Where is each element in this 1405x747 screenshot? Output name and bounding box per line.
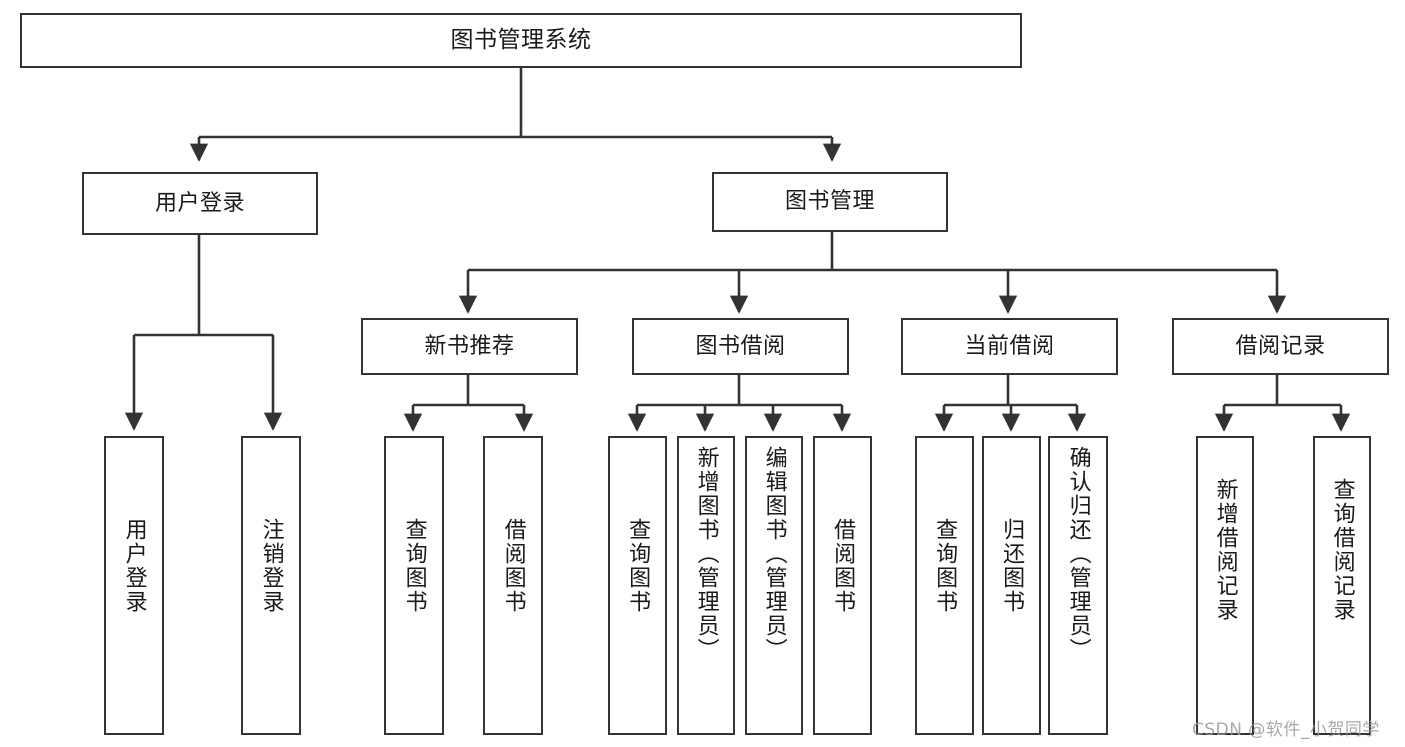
node-book-borrow[interactable]: 图书借阅	[632, 318, 849, 375]
node-label: 图书管理	[784, 189, 875, 215]
leaf-borrow-book-borrow[interactable]: 借阅图书	[813, 436, 872, 735]
node-label: 查询图书	[401, 518, 427, 614]
node-label: 查询图书	[625, 518, 651, 614]
node-label: 新书推荐	[424, 333, 515, 359]
node-label: 新增借阅记录	[1212, 478, 1238, 622]
csdn-watermark: CSDN @软件_小贺同学	[1192, 720, 1380, 740]
node-label: 借阅记录	[1235, 333, 1326, 359]
node-label: 用户登录	[154, 190, 245, 216]
node-book-manage[interactable]: 图书管理	[712, 172, 948, 232]
node-label: 编辑图书（管理员）	[761, 446, 787, 662]
leaf-logout-login[interactable]: 注销登录	[241, 436, 301, 735]
node-label: 确认归还（管理员）	[1065, 446, 1091, 662]
node-label: 查询借阅记录	[1329, 478, 1355, 622]
node-root-system[interactable]: 图书管理系统	[20, 13, 1022, 68]
node-label: 图书借阅	[695, 333, 786, 359]
leaf-user-login[interactable]: 用户登录	[104, 436, 164, 735]
leaf-query-book-current[interactable]: 查询图书	[915, 436, 974, 735]
node-label: 图书管理系统	[450, 26, 592, 53]
node-label: 注销登录	[258, 518, 284, 614]
node-label: 借阅图书	[830, 518, 856, 614]
node-borrow-record[interactable]: 借阅记录	[1172, 318, 1389, 375]
leaf-confirm-return[interactable]: 确认归还（管理员）	[1048, 436, 1108, 735]
leaf-query-borrow-record[interactable]: 查询借阅记录	[1313, 436, 1371, 735]
node-label: 借阅图书	[500, 518, 526, 614]
node-user-login[interactable]: 用户登录	[82, 172, 318, 235]
node-new-book-recommend[interactable]: 新书推荐	[361, 318, 578, 375]
leaf-return-book[interactable]: 归还图书	[982, 436, 1041, 735]
node-label: 用户登录	[121, 518, 147, 614]
node-label: 归还图书	[999, 518, 1025, 614]
node-label: 查询图书	[932, 518, 958, 614]
node-label: 当前借阅	[964, 333, 1055, 359]
leaf-add-borrow-record[interactable]: 新增借阅记录	[1196, 436, 1254, 735]
leaf-edit-book[interactable]: 编辑图书（管理员）	[745, 436, 803, 735]
node-current-borrow[interactable]: 当前借阅	[901, 318, 1118, 375]
leaf-query-book-borrow[interactable]: 查询图书	[608, 436, 667, 735]
leaf-borrow-book-recommend[interactable]: 借阅图书	[483, 436, 543, 735]
leaf-add-book[interactable]: 新增图书（管理员）	[677, 436, 735, 735]
node-label: 新增图书（管理员）	[693, 446, 719, 662]
leaf-query-book-recommend[interactable]: 查询图书	[384, 436, 444, 735]
